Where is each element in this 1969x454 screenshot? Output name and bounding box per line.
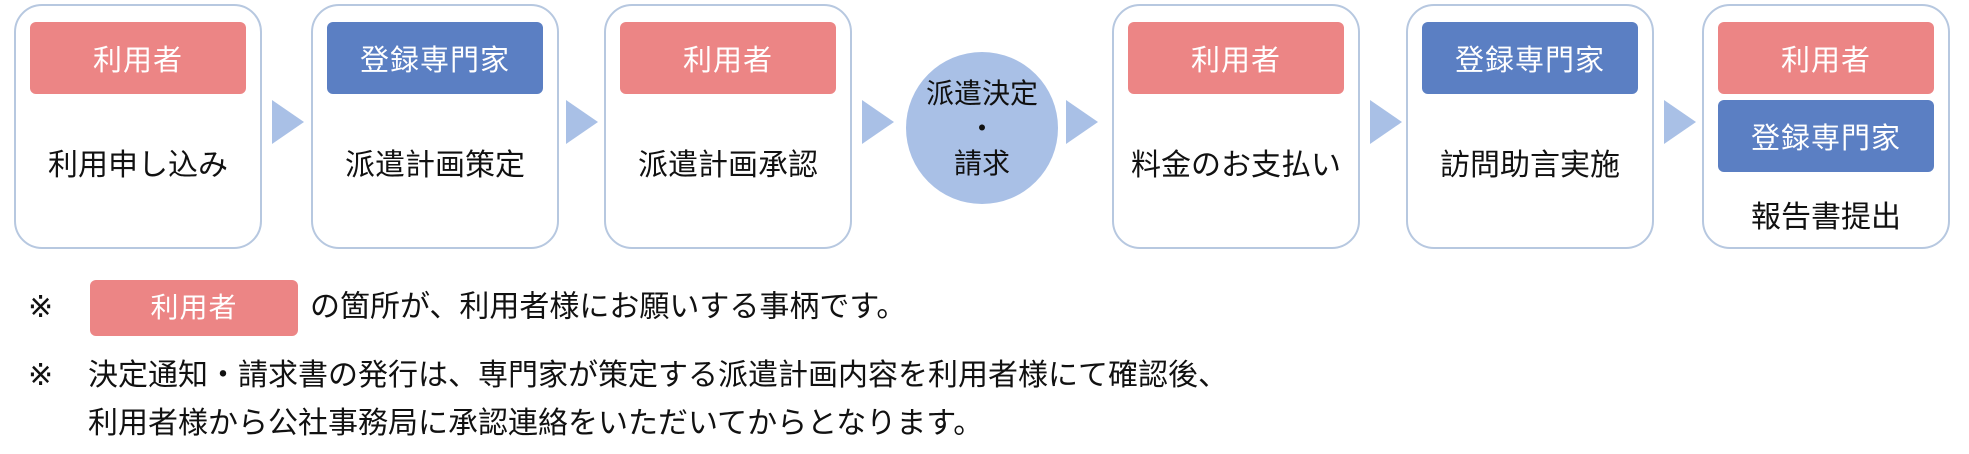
step-4-label: 料金のお支払い xyxy=(1131,148,1341,183)
dispatch-decision-dot: ・ xyxy=(967,111,996,145)
flow-arrow-2 xyxy=(566,100,598,144)
note-user-badge: 利用者 xyxy=(90,280,298,336)
flow-arrow-5 xyxy=(1370,100,1402,144)
flow-arrow-1 xyxy=(272,100,304,144)
dispatch-decision-node: 派遣決定 ・ 請求 xyxy=(906,52,1058,204)
step-1-box: 利用者 利用申し込み xyxy=(14,4,262,249)
step-3-box: 利用者 派遣計画承認 xyxy=(604,4,852,249)
step-1-label: 利用申し込み xyxy=(48,148,228,183)
role-badge-user: 利用者 xyxy=(620,22,836,94)
role-badge-user: 利用者 xyxy=(30,22,246,94)
note-1-text: の箇所が、利用者様にお願いする事柄です。 xyxy=(310,289,907,325)
note-mark: ※ xyxy=(28,358,54,393)
step-2-label: 派遣計画策定 xyxy=(345,148,525,183)
flow-arrow-4 xyxy=(1066,100,1098,144)
flow-arrow-3 xyxy=(862,100,894,144)
dispatch-decision-line1: 派遣決定 xyxy=(925,76,1038,110)
step-4-box: 利用者 料金のお支払い xyxy=(1112,4,1360,249)
step-5-label: 訪問助言実施 xyxy=(1440,148,1620,183)
role-badge-expert: 登録専門家 xyxy=(1718,100,1934,172)
flow-arrow-6 xyxy=(1664,100,1696,144)
note-2-line2: 利用者様から公社事務局に承認連絡をいただいてからとなります。 xyxy=(88,406,984,441)
step-2-box: 登録専門家 派遣計画策定 xyxy=(311,4,559,249)
role-badge-expert: 登録専門家 xyxy=(1422,22,1638,94)
step-6-label: 報告書提出 xyxy=(1751,200,1901,235)
step-3-label: 派遣計画承認 xyxy=(638,148,818,183)
step-6-box: 利用者 登録専門家 報告書提出 xyxy=(1702,4,1950,249)
note-mark: ※ xyxy=(28,289,54,325)
role-badge-user: 利用者 xyxy=(1718,22,1934,94)
step-5-box: 登録専門家 訪問助言実施 xyxy=(1406,4,1654,249)
note-2-continued: 利用者様から公社事務局に承認連絡をいただいてからとなります。 xyxy=(88,398,983,442)
note-2-line1: 決定通知・請求書の発行は、専門家が策定する派遣計画内容を利用者様にて確認後、 xyxy=(88,358,1228,393)
note-2: ※ 決定通知・請求書の発行は、専門家が策定する派遣計画内容を利用者様にて確認後、 xyxy=(28,350,1228,394)
role-badge-expert: 登録専門家 xyxy=(327,22,543,94)
dispatch-decision-line2: 請求 xyxy=(953,146,1010,180)
role-badge-user: 利用者 xyxy=(1128,22,1344,94)
note-1: ※ 利用者の箇所が、利用者様にお願いする事柄です。 xyxy=(28,280,906,336)
